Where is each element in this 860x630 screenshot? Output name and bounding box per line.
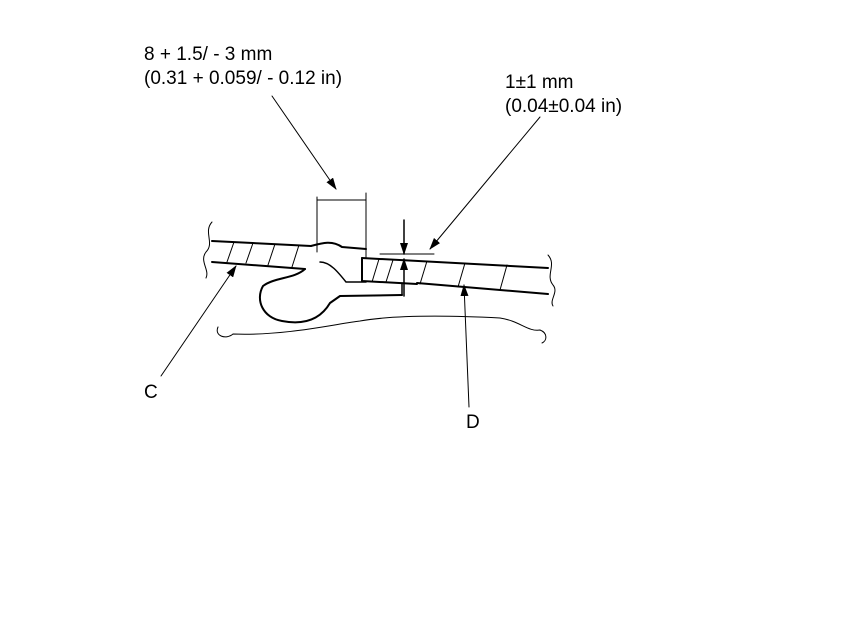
callout-d-label: D (466, 412, 480, 433)
gap-leader (429, 116, 541, 250)
right-panel-top-edge (361, 257, 549, 269)
panel-hem-inner (319, 261, 367, 283)
right-panel-inner-lip (361, 257, 418, 285)
section-hatching (226, 241, 508, 291)
right-panel-break-line (547, 254, 556, 307)
right-panel-bottom-edge (416, 282, 549, 295)
overlap-dimension-metric: 8 + 1.5/ - 3 mm (144, 44, 273, 65)
callout-c-leader (160, 265, 237, 377)
left-panel-break-line (203, 221, 213, 279)
callout-d-leader (460, 284, 470, 408)
panel-hem-loop (258, 268, 403, 324)
gap-dimension-imperial: (0.04±0.04 in) (505, 96, 623, 117)
callout-c-label: C (144, 382, 158, 403)
left-panel-top-edge (211, 240, 312, 247)
lower-panel-outline (216, 315, 547, 344)
top-sheet-edge (310, 241, 367, 250)
gap-dimension-metric: 1±1 mm (505, 72, 574, 93)
overlap-dimension-imperial: (0.31 + 0.059/ - 0.12 in) (144, 68, 343, 89)
overlap-leader (271, 95, 337, 190)
left-panel-bottom-edge (211, 261, 306, 270)
